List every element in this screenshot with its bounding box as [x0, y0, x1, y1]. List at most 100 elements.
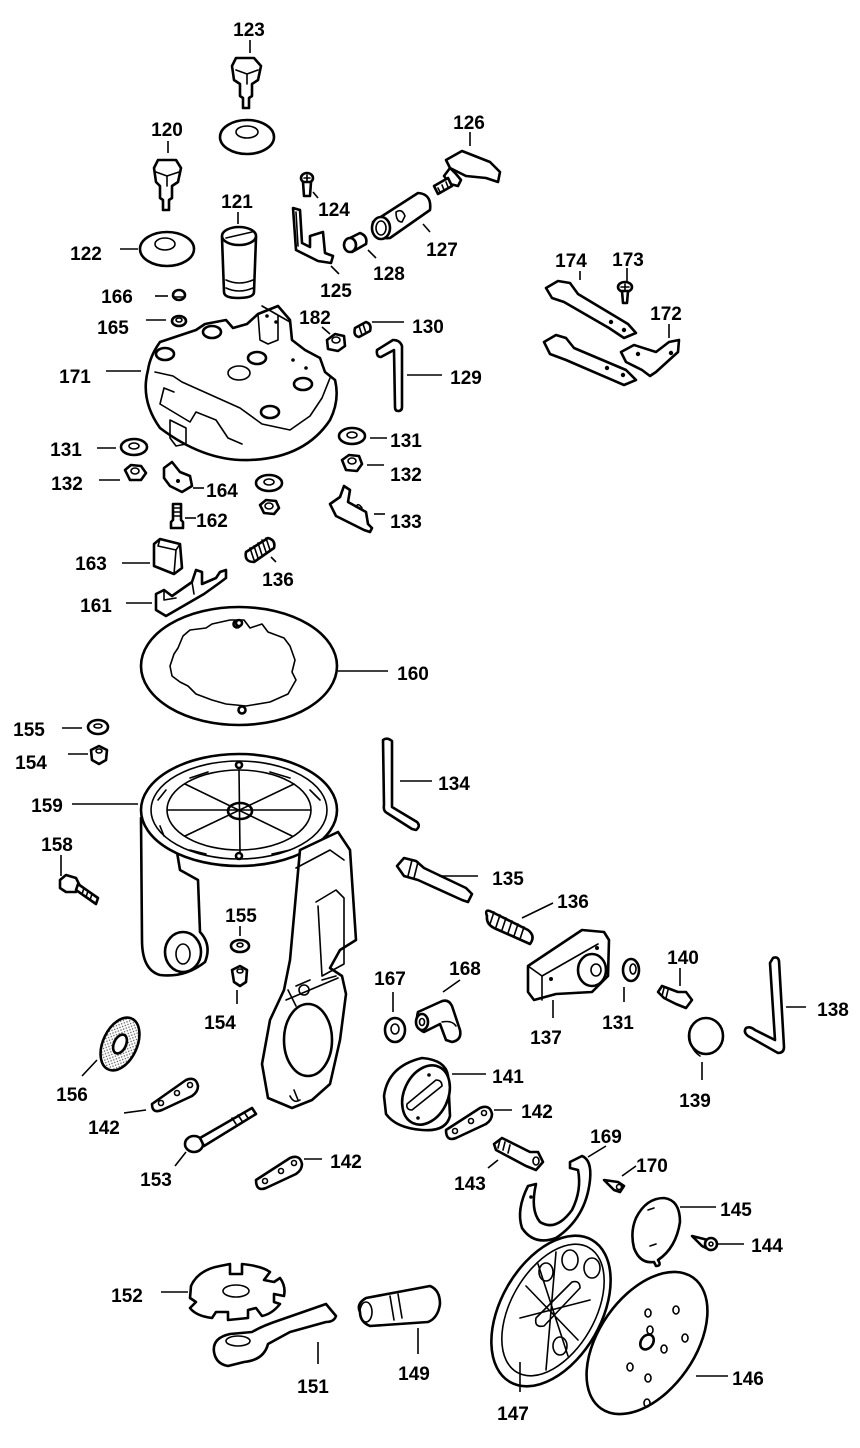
- part-167-washer: [383, 1016, 407, 1044]
- callout-145: 145: [720, 1200, 752, 1221]
- part-133-clip: [328, 484, 374, 534]
- part-170-screw: [602, 1178, 626, 1194]
- part-washer: [254, 473, 284, 493]
- callout-121: 121: [221, 192, 253, 213]
- part-160-ring-plate: [139, 605, 339, 727]
- callout-174: 174: [555, 251, 587, 272]
- part-166-nut: [171, 288, 187, 302]
- part-131-washer: [119, 437, 149, 457]
- callout-128: 128: [373, 264, 405, 285]
- callout-133: 133: [390, 512, 422, 533]
- part-127-sleeve: [370, 191, 432, 241]
- part-124-screw: [299, 171, 315, 198]
- part-162-screw: [169, 502, 185, 530]
- part-125-bracket: [291, 206, 335, 265]
- callout-129: 129: [450, 368, 482, 389]
- part-154-nut: [230, 964, 249, 988]
- callout-134: 134: [438, 774, 470, 795]
- callout-166: 166: [101, 287, 133, 308]
- callout-154-left: 154: [15, 753, 47, 774]
- part-142-link-plate: [150, 1077, 200, 1113]
- part-129-hexkey: [375, 338, 404, 413]
- callout-142-lower: 142: [330, 1152, 362, 1173]
- part-149-socket: [357, 1284, 442, 1328]
- callout-155-lower: 155: [225, 906, 257, 927]
- part-142-link-plate: [254, 1155, 304, 1191]
- callout-163: 163: [75, 554, 107, 575]
- part-142-link-plate: [444, 1105, 494, 1141]
- callout-172: 172: [650, 304, 682, 325]
- part-163-block: [152, 537, 184, 576]
- callout-158: 158: [41, 835, 73, 856]
- callout-169: 169: [590, 1127, 622, 1148]
- part-161-slide: [154, 568, 228, 618]
- callout-168: 168: [449, 959, 481, 980]
- callout-146: 146: [732, 1369, 764, 1390]
- part-165-washer: [170, 314, 188, 328]
- part-132-nut: [123, 463, 148, 482]
- callout-162: 162: [196, 511, 228, 532]
- callout-171: 171: [59, 367, 91, 388]
- callout-161: 161: [80, 596, 112, 617]
- part-132-nut: [340, 453, 364, 473]
- callout-143: 143: [454, 1174, 486, 1195]
- callout-159: 159: [31, 796, 63, 817]
- callout-132-left: 132: [51, 474, 83, 495]
- part-145-cover: [631, 1196, 682, 1268]
- part-123-bolt: [218, 56, 276, 156]
- callout-141: 141: [492, 1067, 524, 1088]
- callout-170: 170: [636, 1156, 668, 1177]
- callout-167: 167: [374, 969, 406, 990]
- part-182-nut: [325, 332, 347, 353]
- part-141-knob: [382, 1056, 452, 1132]
- part-126-knob: [432, 149, 502, 196]
- callout-144: 144: [751, 1236, 783, 1257]
- callout-151: 151: [297, 1377, 329, 1398]
- callout-130: 130: [412, 317, 444, 338]
- part-171-head-plate: [144, 304, 338, 462]
- callout-124: 124: [318, 200, 350, 221]
- part-156-friction-washer: [99, 1016, 141, 1072]
- callout-140: 140: [667, 948, 699, 969]
- callout-120: 120: [151, 120, 183, 141]
- callout-123: 123: [233, 20, 265, 41]
- callout-138: 138: [817, 1000, 849, 1021]
- callout-182: 182: [299, 308, 331, 329]
- callout-126: 126: [453, 113, 485, 134]
- callout-136-top: 136: [262, 570, 294, 591]
- part-136-spring: [484, 909, 534, 946]
- part-147-base: [490, 1234, 612, 1388]
- part-130-setscrew: [353, 320, 372, 339]
- callout-135: 135: [492, 869, 524, 890]
- part-135-pin: [395, 856, 474, 904]
- part-151-wrench: [212, 1302, 338, 1368]
- callout-152: 152: [111, 1286, 143, 1307]
- callout-131-left: 131: [50, 440, 82, 461]
- part-140-screw: [656, 984, 694, 1010]
- part-152-star-washer: [188, 1262, 286, 1322]
- callout-155-left: 155: [13, 720, 45, 741]
- part-169-ring: [518, 1154, 592, 1242]
- callout-153: 153: [140, 1170, 172, 1191]
- callout-132-right: 132: [390, 465, 422, 486]
- callout-165: 165: [97, 318, 129, 339]
- callout-142-right: 142: [521, 1102, 553, 1123]
- callout-137: 137: [530, 1028, 562, 1049]
- part-121-pin: [220, 225, 258, 300]
- callout-131-right: 131: [390, 431, 422, 452]
- part-168-elbow: [414, 999, 462, 1044]
- part-155-washer: [229, 938, 251, 954]
- part-155-washer: [86, 718, 110, 736]
- part-144-screw: [690, 1234, 719, 1252]
- callout-173: 173: [612, 250, 644, 271]
- part-122-washer: [138, 230, 196, 268]
- part-143-screw: [492, 1136, 545, 1172]
- part-159-arm-housing: [139, 752, 358, 1110]
- part-153-bolt: [183, 1106, 258, 1154]
- part-131-washer: [337, 426, 367, 446]
- callout-147: 147: [497, 1404, 529, 1425]
- part-164-clamp: [162, 460, 194, 494]
- part-120-bolt: [152, 158, 183, 212]
